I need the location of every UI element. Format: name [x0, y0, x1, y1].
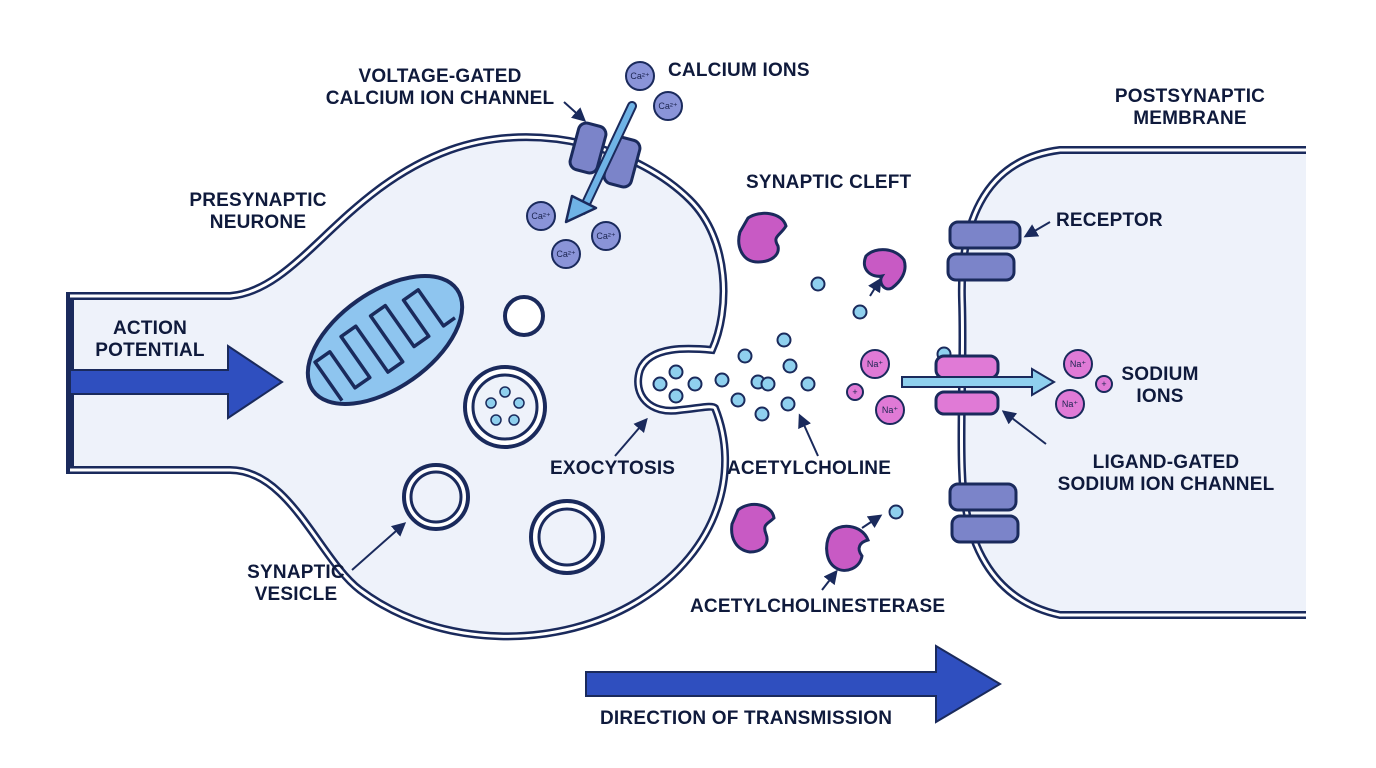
sodium-ion: + — [846, 383, 864, 401]
label-sodium-ions: SODIUM IONS — [1118, 364, 1202, 408]
label-line: LIGAND-GATED — [1092, 452, 1240, 473]
svg-text:Ca²⁺: Ca²⁺ — [658, 101, 678, 111]
label-line: NEURONE — [209, 212, 307, 233]
label-acetylcholinesterase: ACETYLCHOLINESTERASE — [690, 596, 945, 618]
enzyme — [737, 211, 788, 264]
label-line: ACETYLCHOLINESTERASE — [690, 596, 946, 617]
filled-vesicle — [463, 365, 547, 449]
sodium-influx-arrow — [901, 367, 1056, 397]
svg-text:Ca²⁺: Ca²⁺ — [556, 249, 576, 259]
acetylcholinesterase-enzymes — [730, 211, 907, 572]
svg-text:Na⁺: Na⁺ — [882, 405, 899, 415]
label-line: SODIUM ION CHANNEL — [1057, 474, 1275, 495]
sodium-ion: Na⁺ — [875, 395, 905, 425]
label-presynaptic-neurone: PRESYNAPTIC NEURONE — [178, 190, 338, 234]
label-voltage-gated-calcium-channel: VOLTAGE-GATED CALCIUM ION CHANNEL — [312, 66, 568, 110]
label-line: ACETYLCHOLINE — [727, 458, 892, 479]
label-line: SYNAPTIC CLEFT — [746, 172, 912, 193]
action-potential-arrow — [69, 344, 284, 420]
sodium-ion: Na⁺ — [860, 349, 890, 379]
label-synaptic-vesicle: SYNAPTIC VESICLE — [236, 562, 356, 606]
calcium-ion: Ca²⁺ — [591, 221, 621, 251]
sodium-ion: Na⁺ — [1055, 389, 1085, 419]
receptor-top — [946, 220, 1022, 282]
svg-text:Na⁺: Na⁺ — [867, 359, 884, 369]
label-line: IONS — [1136, 386, 1184, 407]
label-line: POTENTIAL — [95, 340, 205, 361]
label-action-potential: ACTION POTENTIAL — [88, 318, 212, 362]
svg-text:Ca²⁺: Ca²⁺ — [630, 71, 650, 81]
calcium-ion: Ca²⁺ — [551, 239, 581, 269]
direction-of-transmission-arrow — [585, 644, 1002, 724]
label-exocytosis: EXOCYTOSIS — [550, 458, 675, 480]
sodium-ion: Na⁺ — [1063, 349, 1093, 379]
label-line: PRESYNAPTIC — [189, 190, 327, 211]
receptor-bottom — [948, 482, 1020, 544]
label-line: CALCIUM IONS — [668, 60, 810, 81]
calcium-ion: Ca²⁺ — [526, 201, 556, 231]
label-line: VOLTAGE-GATED — [358, 66, 522, 87]
label-line: SODIUM — [1121, 364, 1199, 385]
svg-text:Ca²⁺: Ca²⁺ — [531, 211, 551, 221]
enzyme — [730, 502, 776, 554]
svg-text:Na⁺: Na⁺ — [1062, 399, 1079, 409]
label-ligand-gated-sodium-channel: LIGAND-GATED SODIUM ION CHANNEL — [1046, 452, 1286, 496]
label-direction-of-transmission: DIRECTION OF TRANSMISSION — [600, 708, 892, 730]
sodium-ion: + — [1095, 375, 1113, 393]
label-line: SYNAPTIC — [247, 562, 345, 583]
label-line: RECEPTOR — [1056, 210, 1163, 231]
ligand-gated-sodium-channel — [934, 354, 1000, 416]
calcium-influx-arrow — [564, 101, 637, 224]
label-postsynaptic-membrane: POSTSYNAPTIC MEMBRANE — [1100, 86, 1280, 130]
sodium-ions: Na⁺ Na⁺ + Na⁺ Na⁺ + — [846, 349, 1113, 425]
label-acetylcholine: ACETYLCHOLINE — [727, 458, 891, 480]
label-line: MEMBRANE — [1133, 108, 1247, 129]
label-line: POSTSYNAPTIC — [1114, 86, 1266, 107]
label-calcium-ions: CALCIUM IONS — [668, 60, 810, 82]
leader-lines — [351, 101, 1051, 591]
postsynaptic-membrane — [957, 146, 1306, 619]
enzyme — [863, 248, 907, 291]
empty-vesicle — [503, 295, 545, 337]
label-synaptic-cleft: SYNAPTIC CLEFT — [746, 172, 911, 194]
mitochondrion — [305, 274, 465, 406]
synaptic-vesicle — [402, 463, 470, 531]
label-line: VESICLE — [254, 584, 338, 605]
label-line: DIRECTION OF TRANSMISSION — [600, 708, 893, 729]
receptors — [934, 220, 1022, 544]
enzyme — [825, 524, 870, 572]
vesicle-lower — [529, 499, 605, 575]
label-line: EXOCYTOSIS — [550, 458, 676, 479]
svg-text:+: + — [1101, 379, 1106, 389]
svg-text:Na⁺: Na⁺ — [1070, 359, 1087, 369]
exocytosis-vesicle-contents — [652, 364, 703, 404]
calcium-ion: Ca²⁺ — [653, 91, 683, 121]
svg-text:Ca²⁺: Ca²⁺ — [596, 231, 616, 241]
calcium-ions: Ca²⁺ Ca²⁺ Ca²⁺ Ca²⁺ Ca²⁺ — [526, 61, 683, 269]
label-receptor: RECEPTOR — [1056, 210, 1163, 232]
synaptic-vesicles — [402, 295, 605, 575]
calcium-ion: Ca²⁺ — [625, 61, 655, 91]
label-line: ACTION — [112, 318, 188, 339]
acetylcholine-molecules — [714, 276, 952, 520]
label-line: CALCIUM ION CHANNEL — [325, 88, 555, 109]
svg-text:+: + — [852, 387, 857, 397]
